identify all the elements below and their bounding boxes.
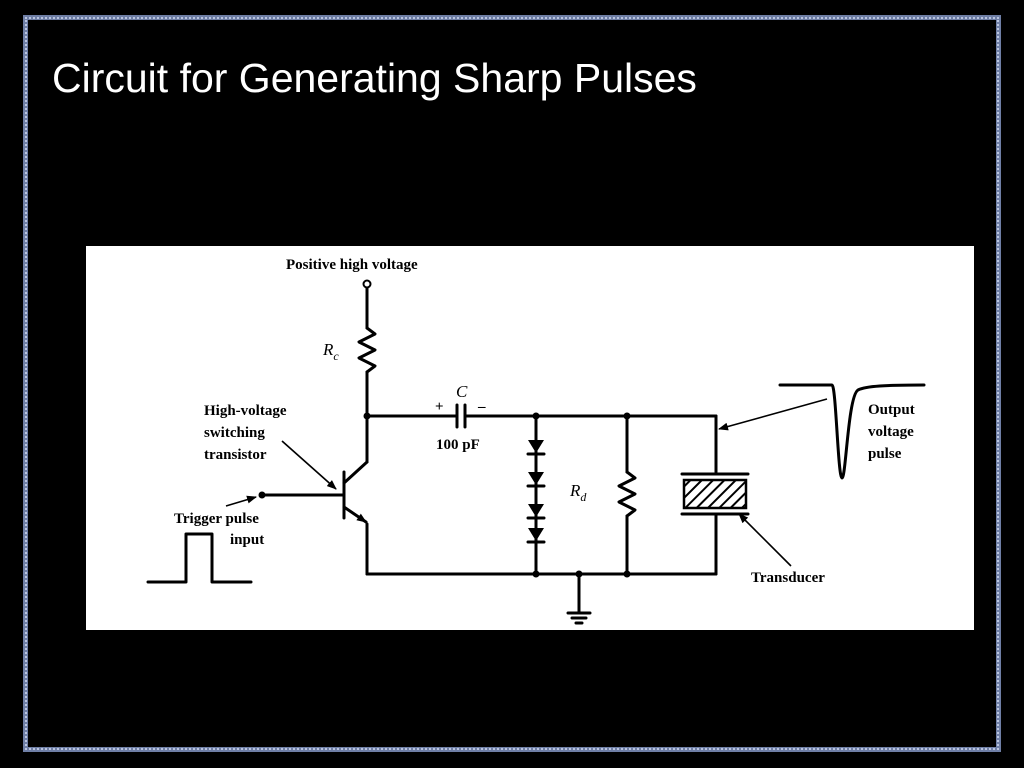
- supply-terminal: [362, 279, 372, 289]
- rc-resistor-icon: [357, 326, 377, 374]
- trigger-label-line2: input: [230, 532, 264, 548]
- capacitor-minus-label: –: [477, 399, 486, 415]
- capacitor-plus-label: +: [435, 399, 444, 415]
- output-label-line1: Output: [868, 402, 915, 418]
- transistor-label-line2: switching: [204, 425, 265, 441]
- transducer-icon: [680, 472, 750, 516]
- slide-title: Circuit for Generating Sharp Pulses: [52, 55, 697, 101]
- capacitor-value-label: 100 pF: [436, 437, 480, 453]
- junction-dot: [532, 570, 540, 578]
- capacitor-name-label: C: [456, 382, 468, 401]
- circuit-diagram-panel: Positive high voltage Rc High-voltage sw…: [86, 246, 974, 630]
- diode-stack-icon: [526, 440, 546, 544]
- rc-label: Rc: [322, 340, 339, 363]
- output-label-line2: voltage: [868, 424, 914, 440]
- transducer-label: Transducer: [751, 570, 825, 586]
- rd-label: Rd: [569, 481, 587, 504]
- ground-icon: [566, 572, 592, 625]
- transducer-pointer-arrow: [738, 513, 792, 567]
- npn-transistor-icon: [342, 414, 369, 576]
- output-pulse-waveform: [778, 383, 926, 480]
- transistor-label-line1: High-voltage: [204, 403, 287, 419]
- slide-frame: [23, 15, 1001, 752]
- transistor-label-line3: transistor: [204, 447, 267, 463]
- junction-dot: [623, 570, 631, 578]
- output-label-line3: pulse: [868, 446, 902, 462]
- supply-label: Positive high voltage: [286, 257, 418, 273]
- transistor-pointer-arrow: [281, 440, 337, 490]
- circuit-diagram: Positive high voltage Rc High-voltage sw…: [146, 257, 926, 625]
- rd-resistor-icon: [617, 470, 637, 518]
- trigger-pointer-arrow: [225, 495, 257, 507]
- trigger-pulse-waveform: [146, 532, 253, 584]
- output-pointer-arrow: [718, 398, 828, 431]
- trigger-label-line1: Trigger pulse: [174, 511, 259, 527]
